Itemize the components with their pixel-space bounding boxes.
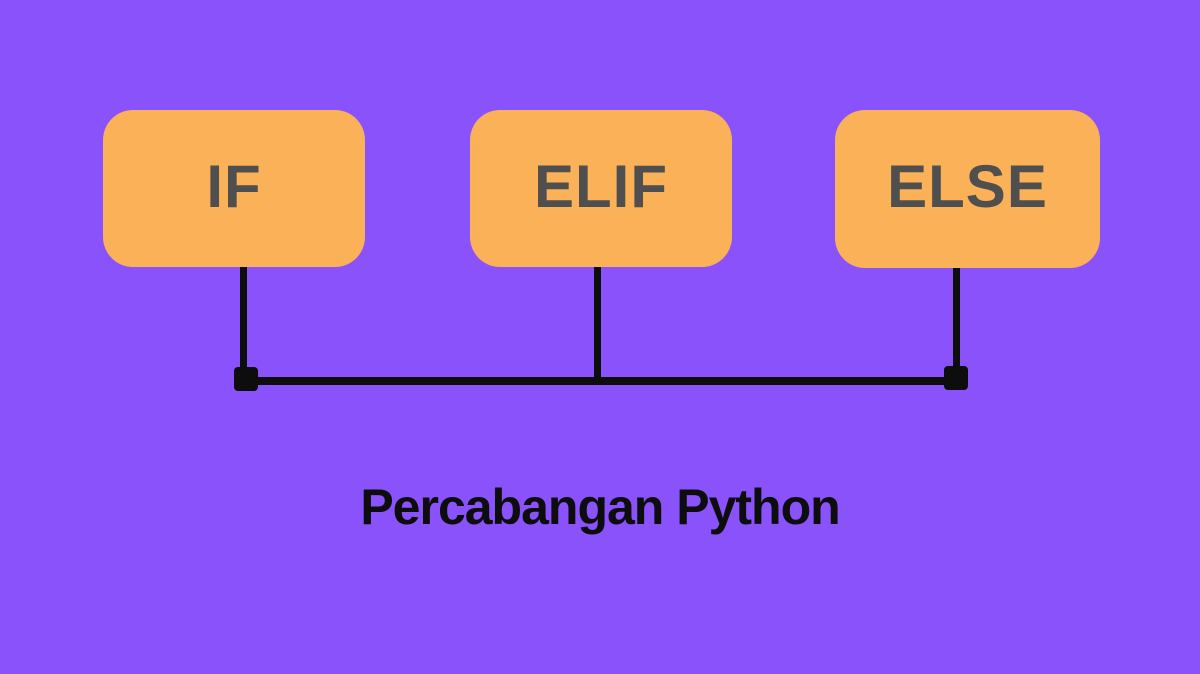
else-connector-line	[953, 268, 960, 370]
horizontal-connector-line	[245, 377, 956, 385]
else-node: ELSE	[835, 110, 1100, 268]
left-connector-square-node	[234, 367, 258, 391]
if-connector-line	[240, 267, 247, 373]
right-connector-square-node	[944, 366, 968, 390]
else-node-label: ELSE	[887, 153, 1048, 220]
if-node-label: IF	[206, 152, 262, 220]
elif-node-label: ELIF	[534, 152, 668, 220]
if-node: IF	[103, 110, 365, 267]
diagram-title: Percabangan Python	[360, 479, 840, 535]
elif-connector-line	[594, 267, 601, 381]
elif-node: ELIF	[470, 110, 732, 267]
